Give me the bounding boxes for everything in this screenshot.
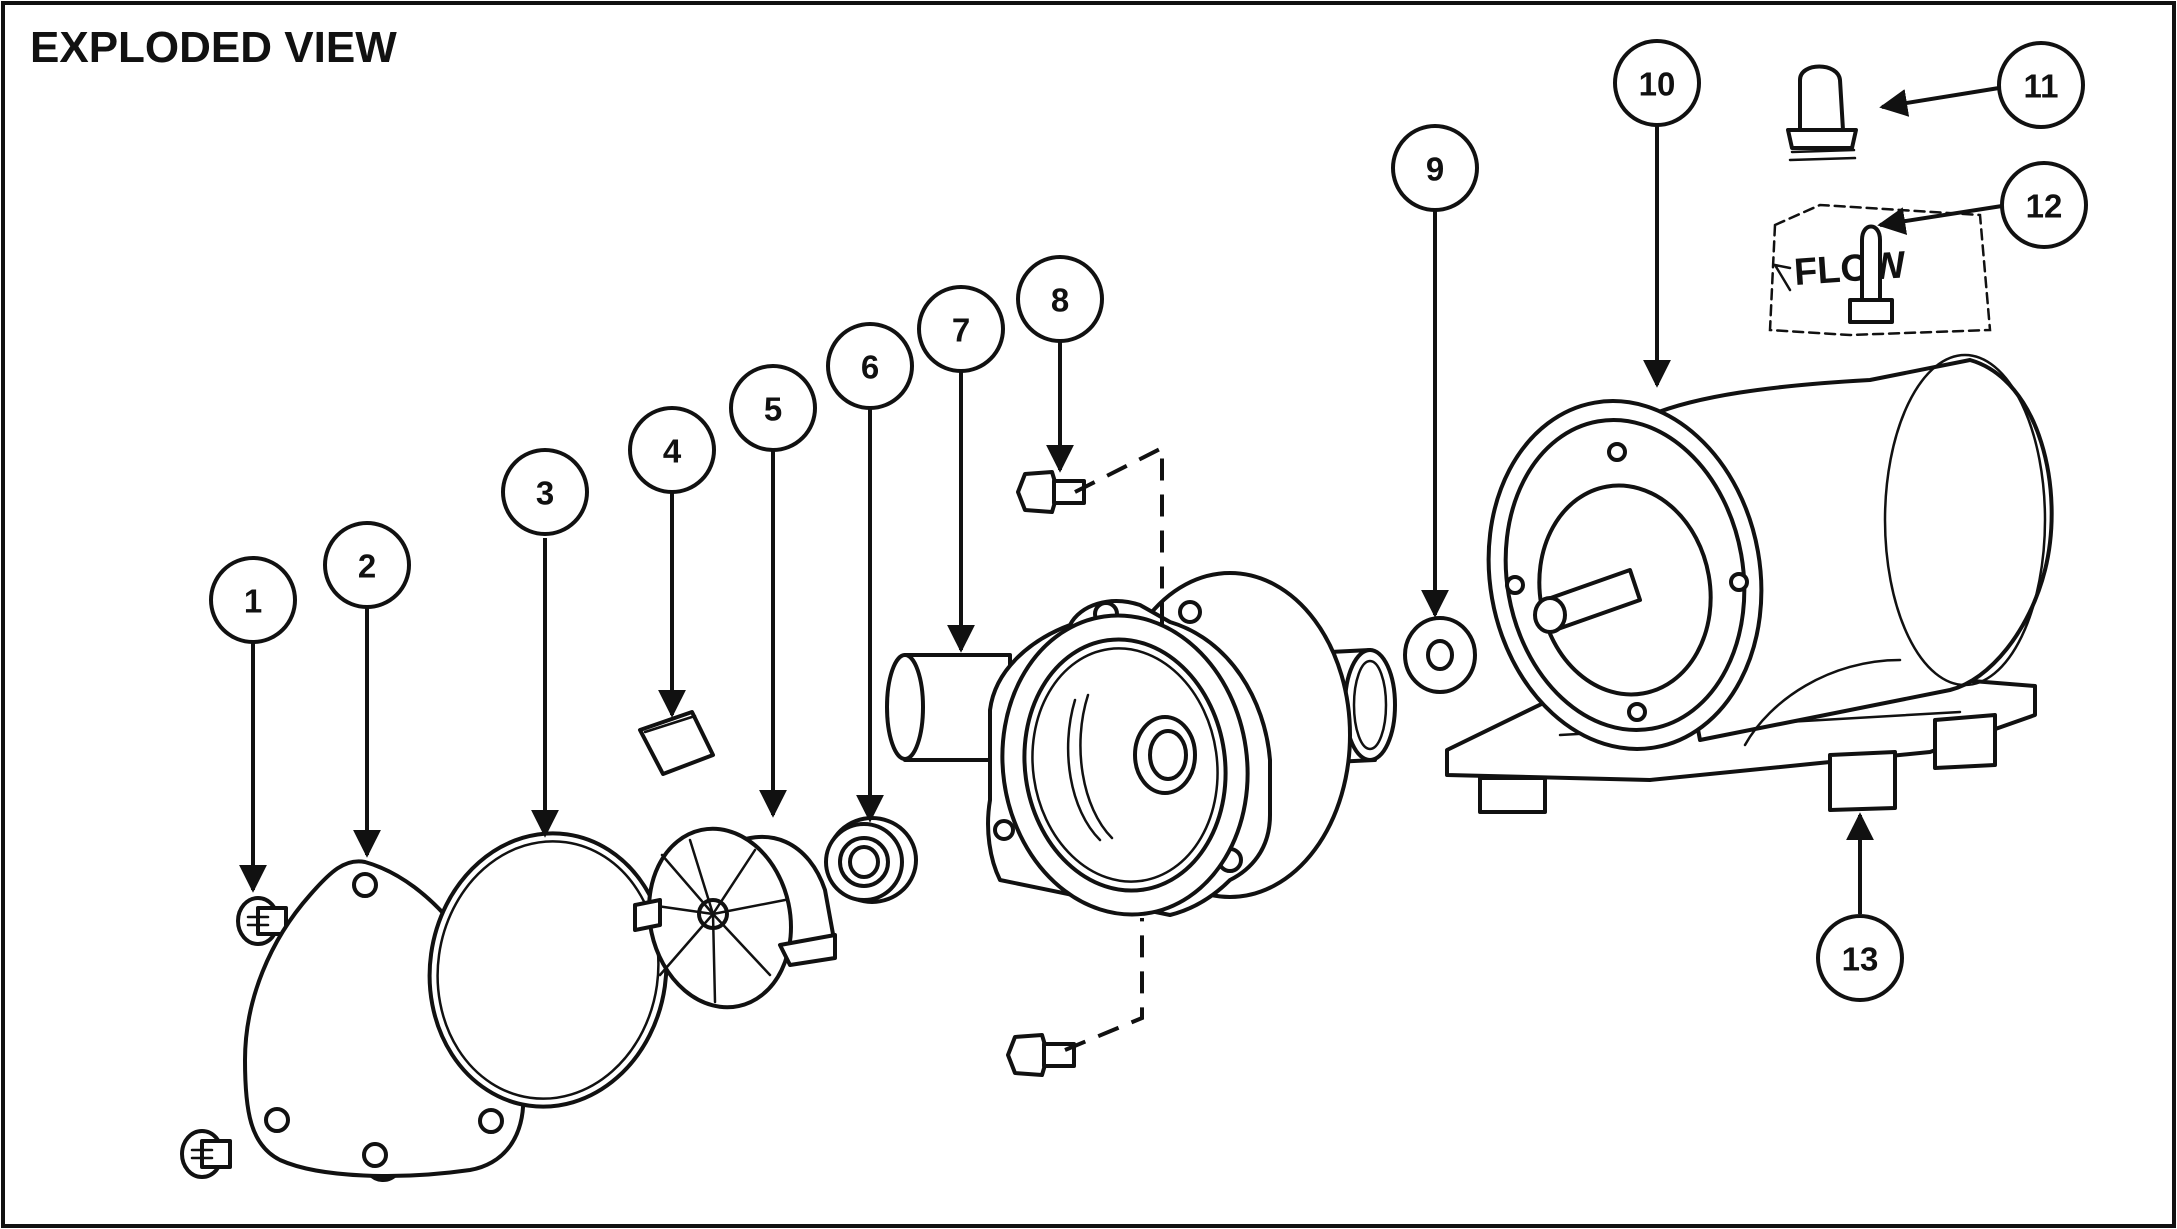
flow-label: FLOW [1793,244,1908,294]
svg-text:6: 6 [861,349,879,386]
svg-text:13: 13 [1842,941,1879,978]
svg-text:11: 11 [2024,68,2059,105]
svg-text:5: 5 [764,391,782,428]
page-title: EXPLODED VIEW [30,23,397,72]
part-6-bearing [824,816,918,904]
callout-5: 5 [729,364,817,452]
part-7-pump-body [885,571,1397,917]
svg-text:9: 9 [1426,151,1444,188]
svg-text:10: 10 [1639,66,1676,103]
part-12-toggle-switch [1848,224,1894,324]
part-11-switch-boot [1786,64,1858,162]
callout-12: 12 [2000,161,2088,249]
svg-text:12: 12 [2026,188,2063,225]
part-10-motor: FLOW [1445,203,2054,814]
callout-2: 2 [323,521,411,609]
svg-text:4: 4 [663,433,682,470]
callout-10: 10 [1613,39,1701,127]
callout-11: 11 [1997,41,2085,129]
svg-text:3: 3 [536,475,554,512]
callout-3: 3 [501,448,589,536]
svg-text:2: 2 [358,548,376,585]
part-3-o-ring [427,831,669,1109]
svg-text:7: 7 [952,312,970,349]
callout-8: 8 [1016,255,1104,343]
leader-lines [239,86,2003,914]
callout-7: 7 [917,285,1005,373]
svg-text:8: 8 [1051,282,1069,319]
callout-1: 1 [209,556,297,644]
part-9-washer [1403,616,1477,694]
callout-6: 6 [826,322,914,410]
callout-13: 13 [1816,914,1904,1002]
svg-text:1: 1 [244,583,262,620]
callout-9: 9 [1391,124,1479,212]
callout-4: 4 [628,406,716,494]
part-4-key [638,710,715,776]
part-5-impeller [633,826,837,1010]
